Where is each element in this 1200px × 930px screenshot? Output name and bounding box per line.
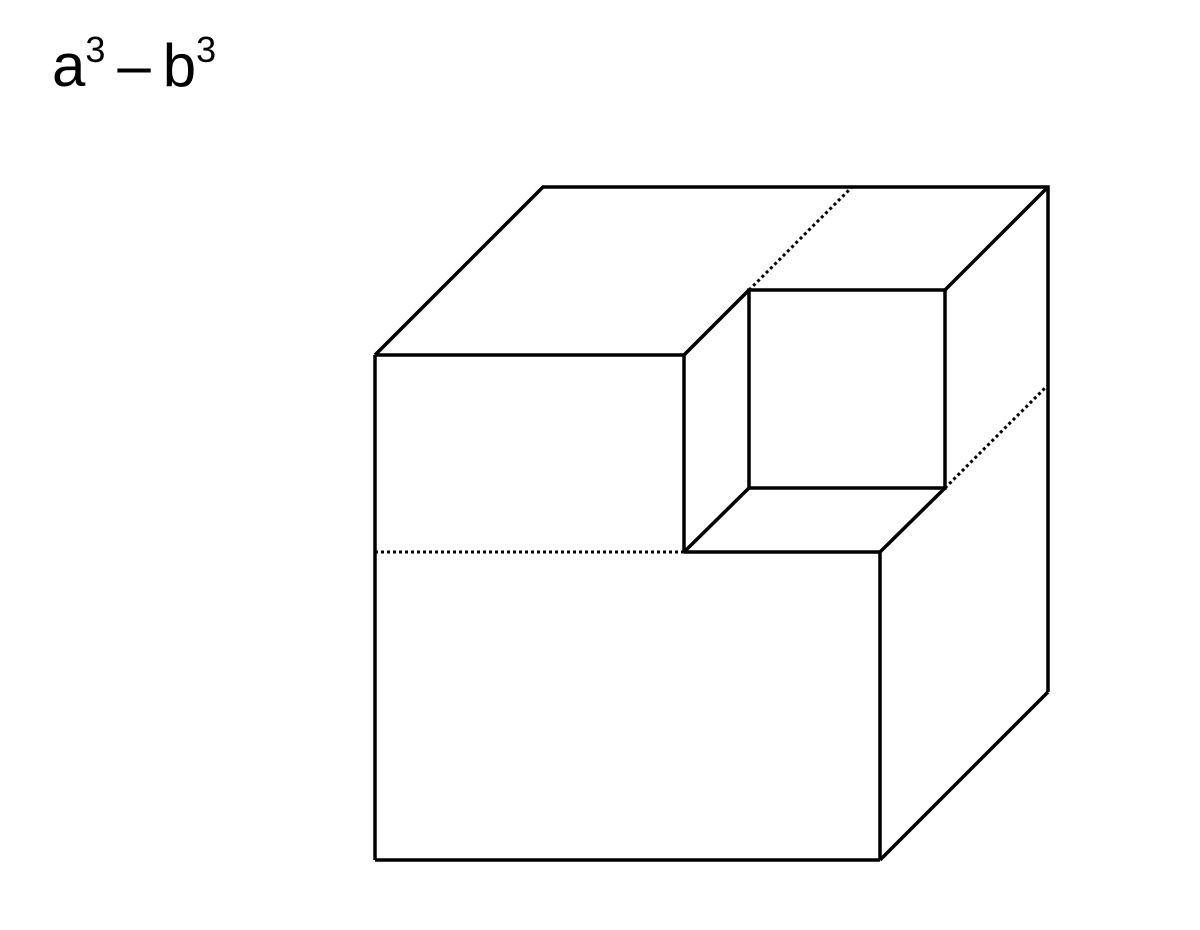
minus-operator: – — [117, 32, 151, 99]
big-cube-bottom-right-edge — [878, 690, 1050, 862]
term-a-exponent: 3 — [85, 29, 106, 70]
big-cube-top-right-diagonal — [943, 185, 1050, 292]
cavity-bottom-right-diagonal — [878, 486, 947, 554]
big-cube-top-left-edge — [373, 185, 1050, 692]
term-a-base: a — [52, 32, 86, 99]
expression-title: a3–b3 — [52, 32, 216, 96]
term-b-exponent: 3 — [196, 29, 217, 70]
dotted-right-diagonal — [943, 383, 1050, 490]
cavity-back-square — [747, 288, 947, 490]
cavity-top-left-diagonal — [682, 288, 751, 357]
cavity-bottom-left-diagonal — [682, 486, 751, 554]
dotted-top-diagonal — [747, 185, 854, 292]
term-b-base: b — [162, 32, 197, 99]
